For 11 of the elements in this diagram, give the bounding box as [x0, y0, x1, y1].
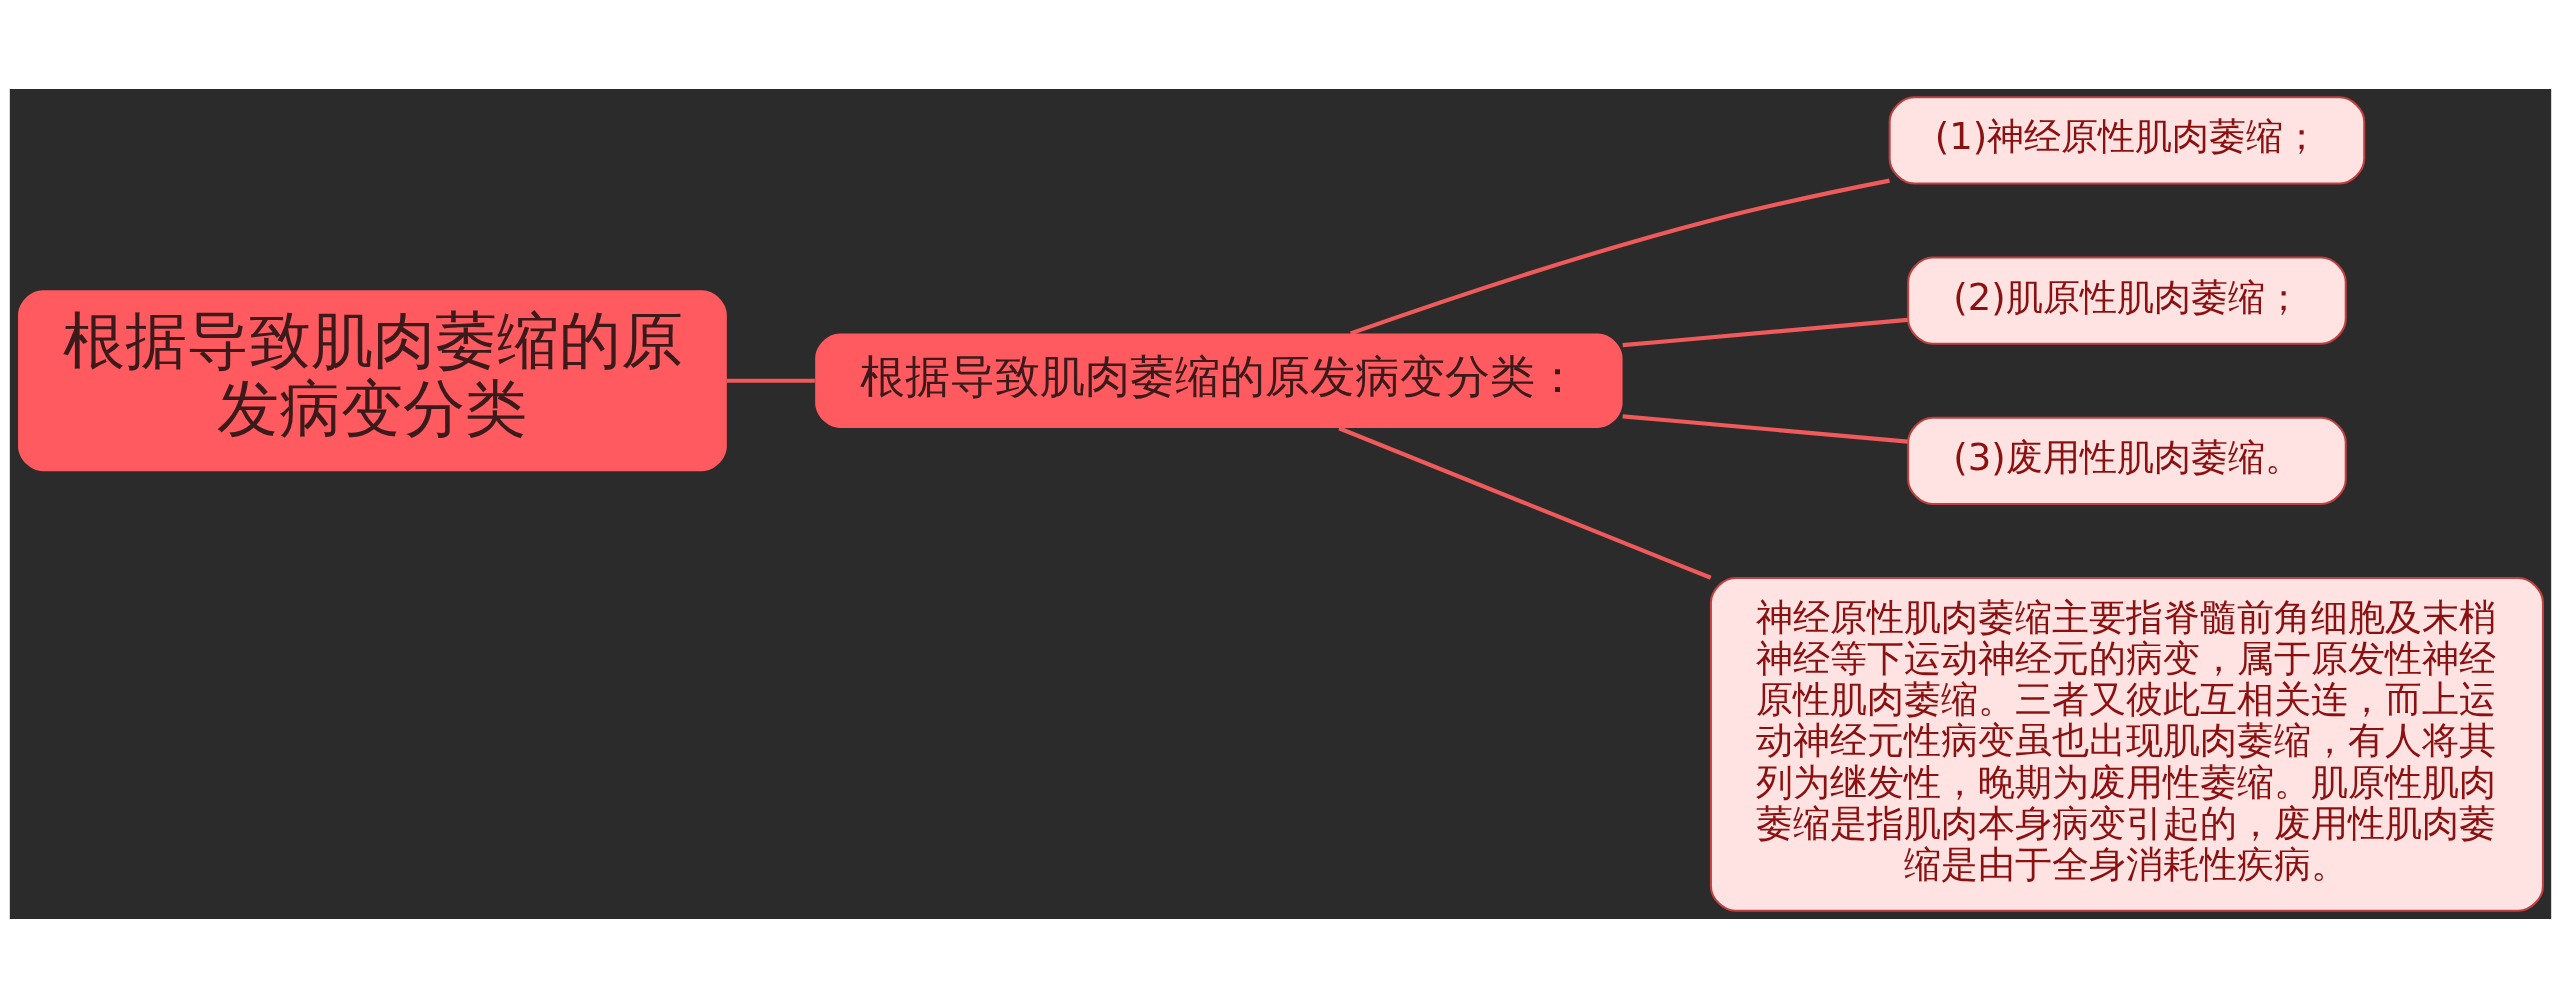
- connector: [1337, 425, 1711, 580]
- connector: [1622, 413, 1908, 444]
- connector: [1349, 178, 1890, 335]
- node-box: (3)废用性肌肉萎缩。: [1906, 416, 2347, 505]
- node-box: 根据导致肌肉萎缩的原发病变分类: [17, 289, 727, 471]
- node-box: (1)神经原性肌肉萎缩；: [1888, 95, 2365, 185]
- connector: [1622, 317, 1908, 347]
- node-box: (2)肌原性肌肉萎缩；: [1906, 255, 2347, 345]
- node-box: 神经原性肌肉萎缩主要指脊髓前角细胞及末梢神经等下运动神经元的病变，属于原发性神经原性肌肉萎缩。三者又彼此互相关连，而上运动神经元性病变虽也出现肌肉萎缩，有人将其列为继发性，晚期为废用性萎缩。肌原性肌肉萎缩是指肌肉本身病变引起的，废用性肌肉萎缩是由于全身消耗性疾病。: [1709, 576, 2544, 912]
- connector: [726, 378, 815, 383]
- node-box: 根据导致肌肉萎缩的原发病变分类：: [814, 333, 1623, 428]
